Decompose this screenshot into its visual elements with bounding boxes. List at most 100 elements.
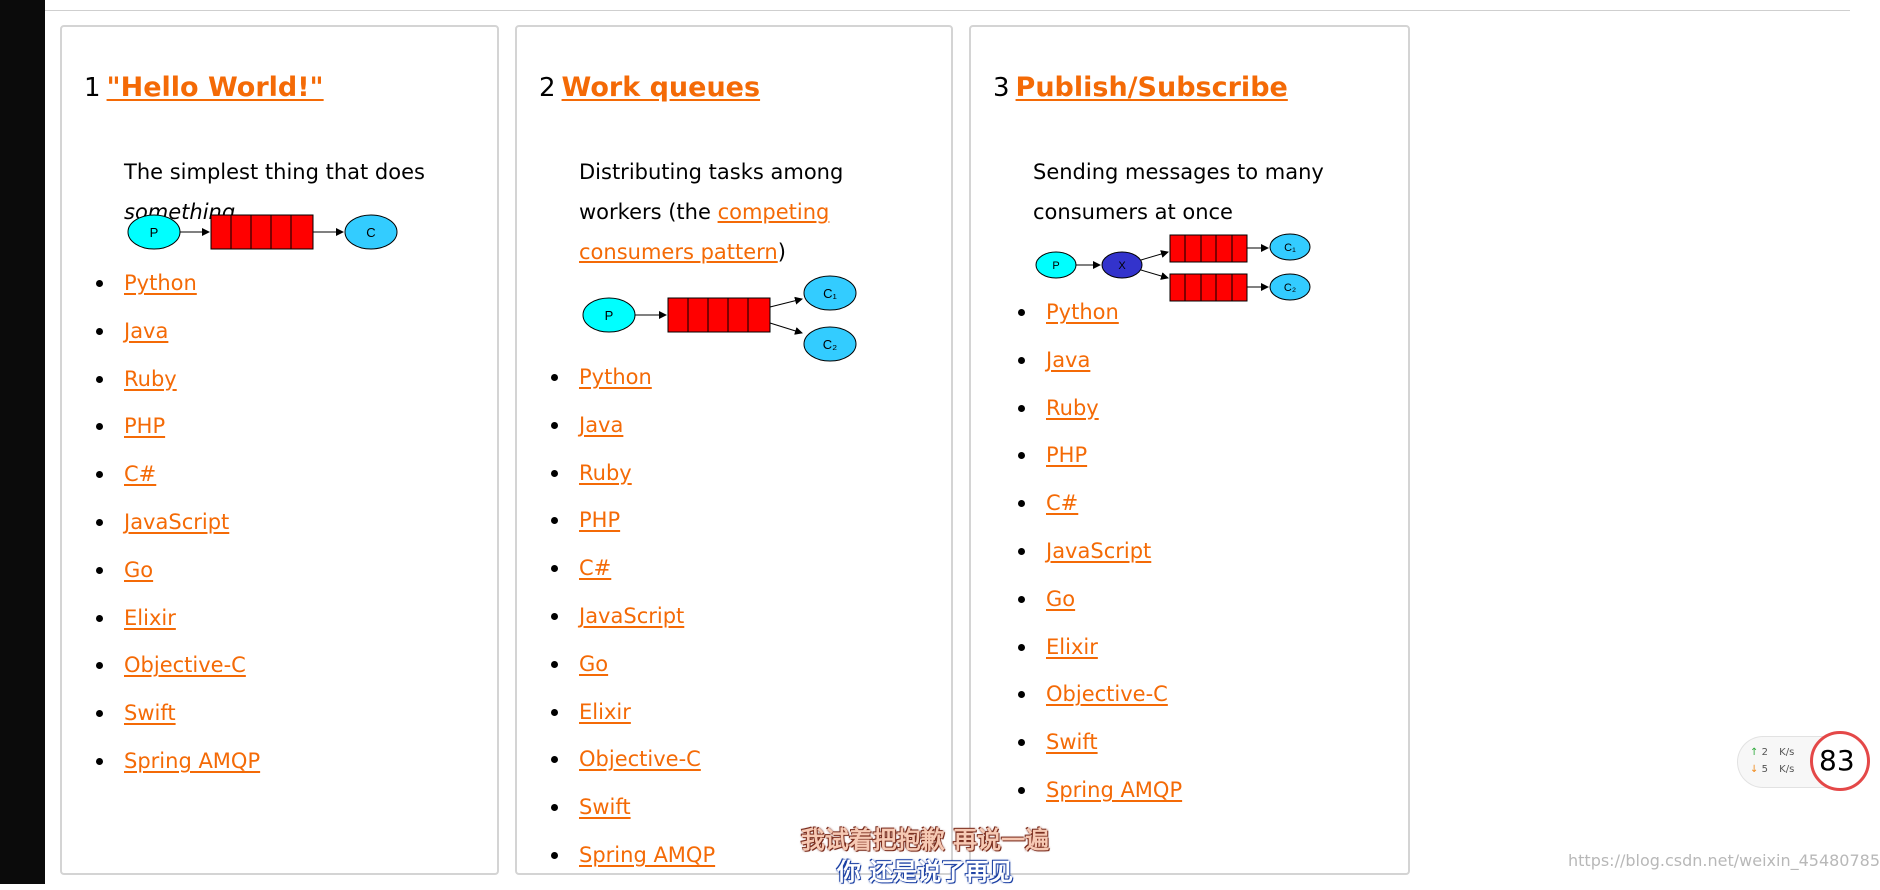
language-link[interactable]: Objective-C — [1046, 682, 1168, 707]
tutorial-title-link[interactable]: "Hello World!" — [106, 72, 324, 103]
subtitle-line-2: 你 还是说了再见 — [836, 858, 1014, 886]
language-link[interactable]: Swift — [124, 701, 176, 726]
exchange-label: X — [1118, 260, 1126, 272]
bullet-icon — [551, 565, 558, 573]
list-item: Objective-C — [551, 746, 715, 794]
tutorial-number: 3 — [993, 73, 1010, 103]
list-item: Elixir — [551, 699, 715, 747]
language-link[interactable]: JavaScript — [1046, 538, 1152, 563]
bullet-icon — [96, 280, 103, 287]
language-list: Python Java Ruby PHP C# JavaScript Go El… — [551, 364, 716, 890]
description-text: Distributing tasks among workers (the — [579, 160, 844, 224]
bullet-icon — [1018, 739, 1025, 747]
language-link[interactable]: Swift — [579, 795, 631, 820]
download-value: 5 — [1761, 764, 1768, 775]
description-text-end: ) — [777, 240, 786, 264]
list-item: Java — [96, 318, 260, 366]
hello-world-diagram: P C — [127, 214, 398, 250]
list-item: C# — [551, 555, 715, 603]
list-item: JavaScript — [551, 603, 715, 651]
publish-subscribe-diagram: P X C₁ C₂ — [1035, 233, 1311, 302]
queue — [210, 214, 314, 250]
bullet-icon — [1018, 786, 1025, 794]
list-item: Swift — [1018, 729, 1182, 777]
tutorial-card-1: 1"Hello World!" The simplest thing that … — [60, 25, 499, 875]
list-item: Objective-C — [96, 652, 260, 700]
bullet-icon — [96, 566, 103, 574]
language-link[interactable]: Elixir — [124, 605, 176, 630]
bullet-icon — [1018, 500, 1025, 508]
consumer-1-label: C₁ — [823, 286, 837, 301]
language-link[interactable]: JavaScript — [124, 509, 230, 534]
language-link[interactable]: JavaScript — [579, 603, 685, 628]
language-link[interactable]: Ruby — [579, 460, 632, 485]
producer-label: P — [1052, 260, 1059, 272]
language-link[interactable]: Elixir — [1046, 634, 1098, 659]
language-link[interactable]: Go — [1046, 586, 1076, 611]
language-link[interactable]: C# — [1046, 491, 1079, 516]
language-link[interactable]: PHP — [579, 508, 621, 533]
language-link[interactable]: Python — [124, 271, 197, 295]
language-link[interactable]: Objective-C — [579, 747, 701, 772]
language-link[interactable]: PHP — [124, 414, 166, 439]
language-link[interactable]: Spring AMQP — [124, 748, 261, 773]
tutorial-title-link[interactable]: Publish/Subscribe — [1015, 72, 1288, 103]
language-link[interactable]: Spring AMQP — [1046, 777, 1183, 802]
language-link[interactable]: Go — [579, 651, 609, 676]
language-link[interactable]: Python — [579, 365, 652, 389]
tutorial-number: 1 — [84, 73, 101, 103]
bullet-icon — [1018, 643, 1025, 651]
list-item: Swift — [96, 700, 260, 748]
language-link[interactable]: Java — [579, 412, 624, 437]
bullet-icon — [551, 421, 558, 429]
language-link[interactable]: Python — [1046, 300, 1119, 324]
language-link[interactable]: Ruby — [124, 366, 177, 391]
list-item: Python — [96, 270, 260, 318]
list-item: Elixir — [1018, 634, 1182, 682]
language-link[interactable]: Java — [124, 318, 169, 343]
consumer-1-node — [803, 275, 857, 311]
bullet-icon — [551, 612, 558, 620]
consumer-2-label: C₂ — [1284, 282, 1296, 294]
subtitle-line-1: 我试着把抱歉 再说一遍 — [800, 826, 1050, 854]
bullet-icon — [1018, 452, 1025, 460]
bullet-icon — [551, 374, 558, 381]
language-link[interactable]: Swift — [1046, 730, 1098, 755]
language-link[interactable]: C# — [579, 556, 612, 581]
language-link[interactable]: Ruby — [1046, 395, 1099, 420]
language-link[interactable]: Go — [124, 557, 154, 582]
list-item: PHP — [551, 507, 715, 555]
list-item: Go — [96, 557, 260, 605]
score-badge[interactable]: 83 — [1810, 731, 1870, 791]
consumer-label: C — [366, 225, 375, 240]
language-list: Python Java Ruby PHP C# JavaScript Go El… — [1018, 299, 1183, 825]
language-link[interactable]: Elixir — [579, 699, 631, 724]
consumer-2-node — [1269, 273, 1311, 301]
bullet-icon — [96, 375, 103, 383]
bullet-icon — [551, 469, 558, 477]
bullet-icon — [1018, 356, 1025, 364]
language-link[interactable]: Objective-C — [124, 653, 246, 678]
consumer-1-node — [1269, 233, 1311, 261]
consumer-1-label: C₁ — [1284, 242, 1296, 254]
list-item: C# — [96, 461, 260, 509]
bullet-icon — [551, 517, 558, 525]
competing-consumers-link[interactable]: competing consumers pattern — [579, 200, 830, 264]
list-item: Go — [1018, 586, 1182, 634]
tutorial-title-link[interactable]: Work queues — [561, 72, 761, 103]
tutorial-number: 2 — [539, 73, 556, 103]
language-link[interactable]: Java — [1046, 347, 1091, 372]
exchange-node — [1101, 251, 1143, 279]
bullet-icon — [551, 708, 558, 716]
watermark: https://blog.csdn.net/weixin_45480785 — [1568, 851, 1880, 870]
language-link[interactable]: Spring AMQP — [579, 842, 716, 867]
language-link[interactable]: C# — [124, 462, 157, 487]
language-link[interactable]: PHP — [1046, 443, 1088, 468]
bullet-icon — [96, 710, 103, 718]
consumer-2-label: C₂ — [823, 337, 837, 352]
download-speed: ↓ 5 K/s — [1750, 764, 1794, 775]
tutorial-description: Distributing tasks among workers (the co… — [579, 152, 929, 272]
